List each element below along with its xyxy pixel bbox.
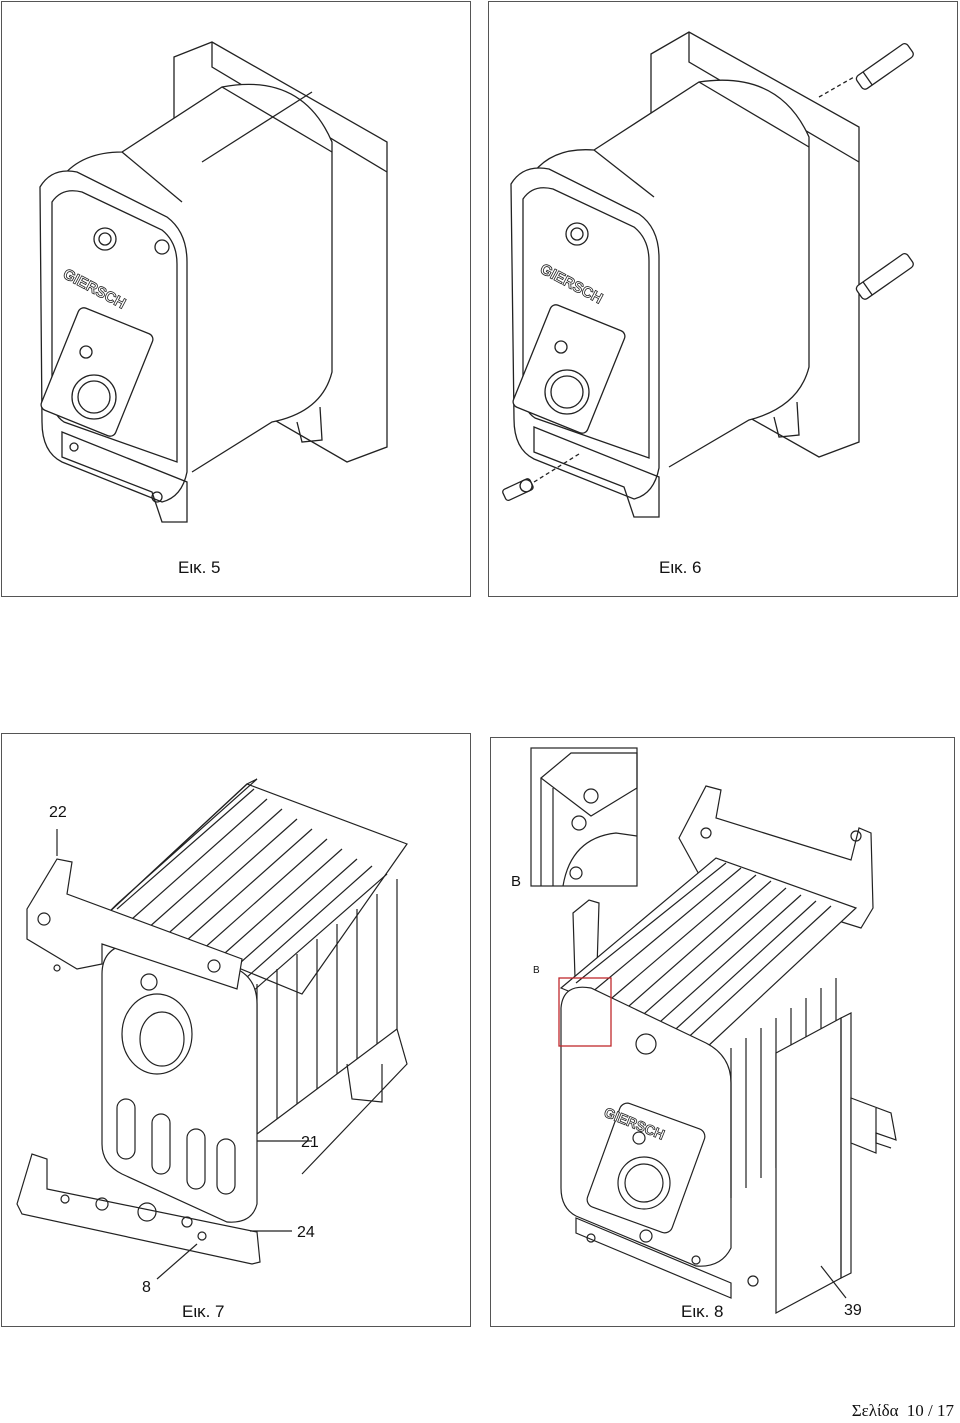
callout-39: 39	[844, 1302, 862, 1319]
boiler-casing-drawing: GIERSCH	[530, 747, 897, 1315]
callout-b-small: B	[533, 965, 540, 976]
boiler-drawing-with-pipes: GIERSCH	[502, 31, 914, 518]
page-label: Σελίδα	[851, 1401, 899, 1420]
figure-5-panel: GIERSCH Εικ. 5	[1, 1, 471, 597]
figure-caption: Εικ. 7	[182, 1302, 225, 1321]
figure-7-panel: 22 21 24 8 Εικ. 7	[1, 733, 471, 1327]
page-footer: Σελίδα 10 / 17	[848, 1401, 954, 1421]
callout-8: 8	[142, 1279, 151, 1296]
callout-21: 21	[301, 1134, 319, 1151]
page-number: 10 / 17	[906, 1401, 954, 1420]
callout-b-inset: B	[511, 873, 522, 890]
figure-6-panel: GIERSCH Εικ. 6	[488, 1, 958, 597]
callout-22: 22	[49, 804, 67, 821]
boiler-drawing: GIERSCH	[39, 41, 388, 523]
figure-caption: Εικ. 8	[681, 1302, 724, 1321]
figure-caption: Εικ. 5	[178, 558, 221, 577]
detail-highlight-box	[558, 977, 612, 1047]
figure-caption: Εικ. 6	[659, 558, 702, 577]
boiler-block-drawing	[16, 778, 408, 1280]
callout-24: 24	[297, 1224, 315, 1241]
figure-8-panel: GIERSCH B B 39 Εικ. 8	[490, 737, 955, 1327]
